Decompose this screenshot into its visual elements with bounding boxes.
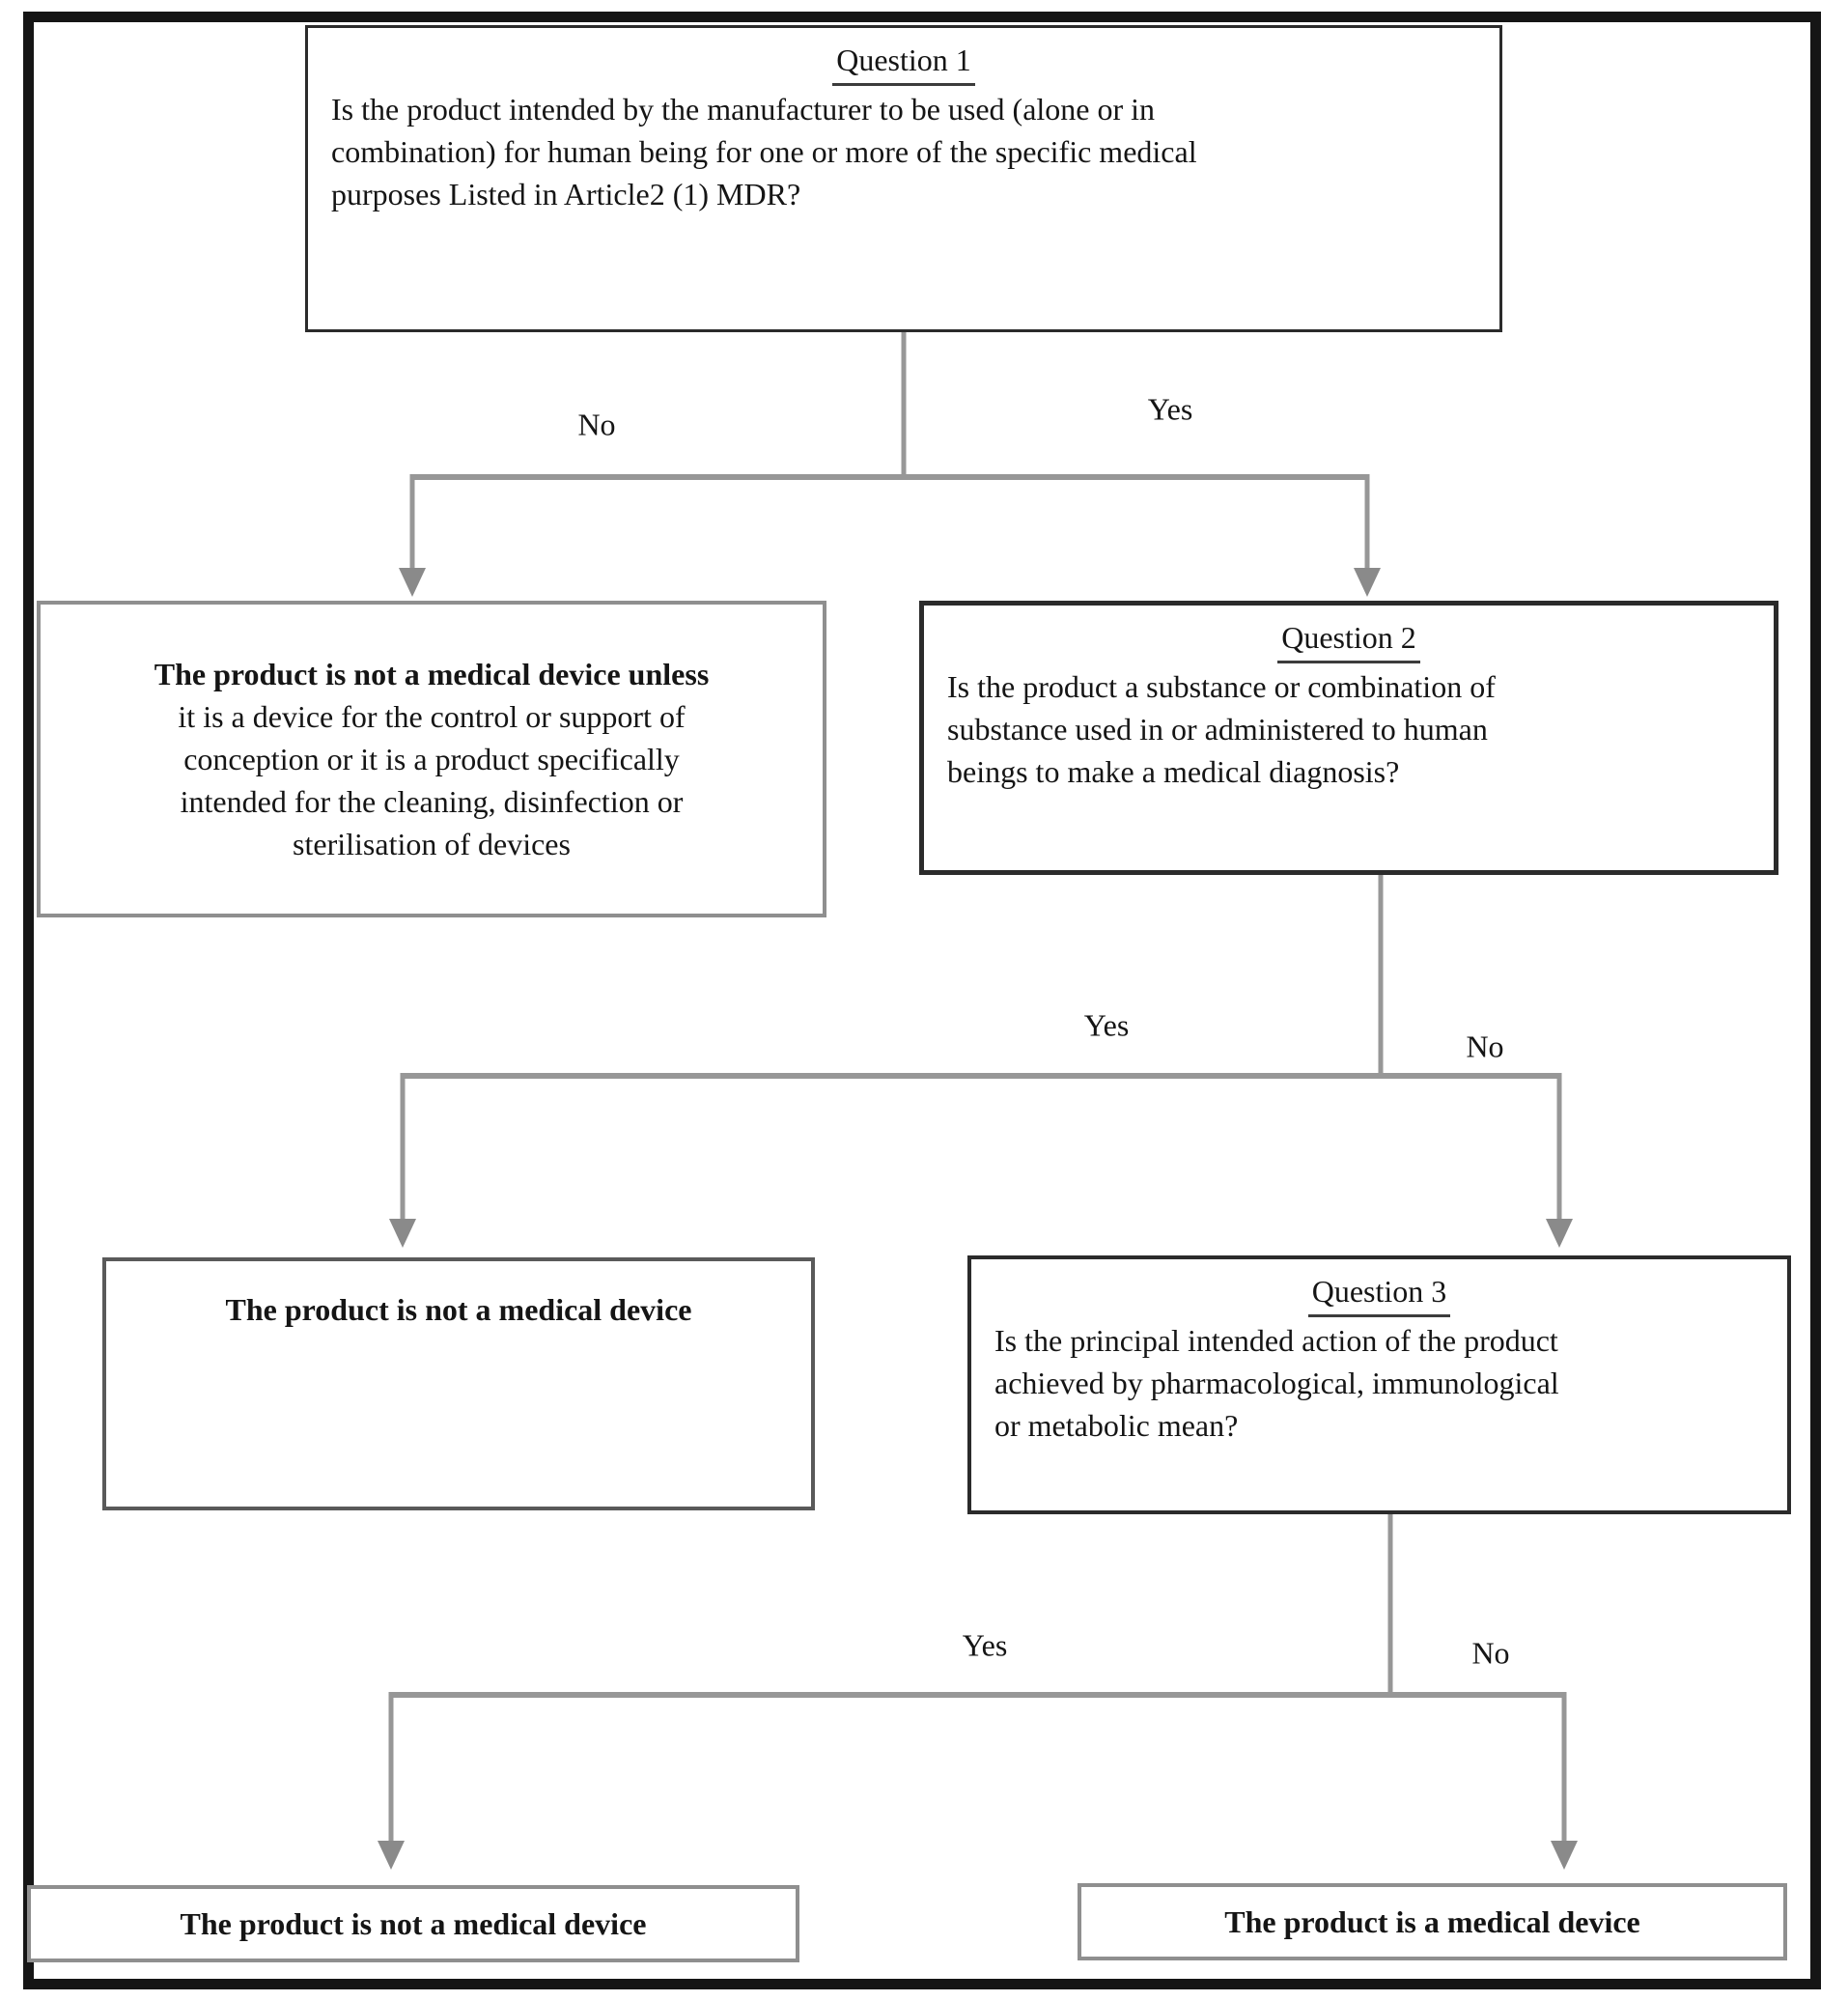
node-outcome-medical-device: The product is a medical device [1078, 1883, 1787, 1960]
question-1-text: Is the product intended by the manufactu… [331, 92, 1197, 211]
node-outcome-not-medical-device-mid: The product is not a medical device [102, 1257, 815, 1510]
edge-label-no-3: No [1471, 1635, 1510, 1671]
question-1-title: Question 1 [331, 38, 1476, 86]
question-2-text: Is the product a substance or combinatio… [947, 669, 1496, 789]
node-question-1: Question 1 Is the product intended by th… [305, 25, 1502, 332]
outer-border [23, 12, 1821, 1989]
edge-label-yes-3: Yes [962, 1627, 1008, 1663]
outcome-mid-text: The product is not a medical device [225, 1292, 692, 1327]
node-outcome-not-medical-device-unless: The product is not a medical device unle… [37, 601, 826, 917]
outcome-unless-text: it is a device for the control or suppor… [178, 699, 686, 861]
node-question-2: Question 2 Is the product a substance or… [919, 601, 1778, 875]
node-question-3: Question 3 Is the principal intended act… [967, 1255, 1791, 1514]
edge-label-no-1: No [577, 407, 616, 442]
outcome-unless-lead: The product is not a medical device unle… [154, 657, 710, 691]
node-outcome-not-medical-device-final: The product is not a medical device [27, 1885, 799, 1962]
outcome-final-not-md-text: The product is not a medical device [180, 1906, 647, 1941]
edge-label-yes-2: Yes [1083, 1007, 1130, 1043]
question-2-title: Question 2 [947, 615, 1750, 663]
question-3-title: Question 3 [994, 1269, 1764, 1317]
edge-label-no-2: No [1466, 1029, 1504, 1064]
outcome-is-md-text: The product is a medical device [1224, 1904, 1640, 1939]
edge-label-yes-1: Yes [1147, 391, 1193, 427]
question-3-text: Is the principal intended action of the … [994, 1323, 1559, 1443]
